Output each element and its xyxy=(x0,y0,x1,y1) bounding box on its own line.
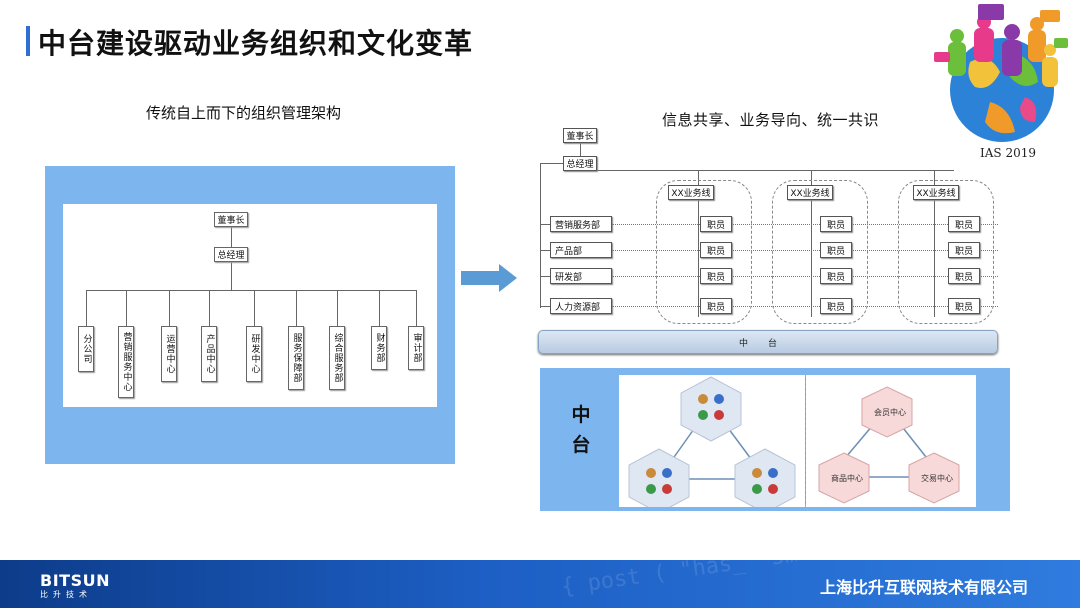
org-box-gm: 总经理 xyxy=(214,247,248,262)
org-box-dept: 运营中心 xyxy=(161,326,177,382)
traditional-org-chart: 董事长 总经理 分公司 营销服务中心 运营中心 产品中心 研发中心 服务保障部 … xyxy=(63,204,437,407)
middle-platform-label: 中台 xyxy=(571,404,591,456)
right-subtitle: 信息共享、业务导向、统一共识 xyxy=(662,111,880,129)
team-hexagon-network xyxy=(628,376,796,514)
staff-box: 职员 xyxy=(700,268,732,284)
staff-box: 职员 xyxy=(820,268,852,284)
staff-box: 职员 xyxy=(948,242,980,258)
hexagon-product-center: 商品中心 xyxy=(831,474,863,483)
matrix-dept-box: 人力资源部 xyxy=(550,298,612,314)
title-accent-bar xyxy=(26,26,30,56)
org-box-dept: 服务保障部 xyxy=(288,326,304,390)
staff-box: 职员 xyxy=(948,216,980,232)
brand-subtitle: 比升技术 xyxy=(40,590,92,599)
matrix-dept-box: 产品部 xyxy=(550,242,612,258)
capability-center-diagram: 会员中心 商品中心 交易中心 xyxy=(806,375,976,507)
staff-box: 职员 xyxy=(820,242,852,258)
org-box-dept: 财务部 xyxy=(371,326,387,370)
team-network-diagram xyxy=(619,375,805,514)
logo-caption: IAS 2019 xyxy=(980,146,1036,160)
matrix-box-gm: 总经理 xyxy=(563,156,597,171)
brand-logo: BITSUN xyxy=(40,571,110,590)
company-name: 上海比升互联网技术有限公司 xyxy=(820,578,1029,597)
org-box-dept: 产品中心 xyxy=(201,326,217,382)
matrix-dept-box: 研发部 xyxy=(550,268,612,284)
matrix-dept-box: 营销服务部 xyxy=(550,216,612,232)
staff-box: 职员 xyxy=(820,298,852,314)
org-box-dept: 研发中心 xyxy=(246,326,262,382)
transition-arrow xyxy=(461,271,499,285)
matrix-box-chairman: 董事长 xyxy=(563,128,597,143)
business-line-header: XX业务线 xyxy=(913,185,959,200)
transition-arrow-head xyxy=(499,264,517,292)
staff-box: 职员 xyxy=(700,298,732,314)
ias-logo xyxy=(934,4,1068,142)
staff-box: 职员 xyxy=(820,216,852,232)
org-box-dept: 审计部 xyxy=(408,326,424,370)
hexagon-trade-center: 交易中心 xyxy=(921,474,953,483)
business-line-header: XX业务线 xyxy=(787,185,833,200)
middle-platform-bar: 中台 xyxy=(538,330,998,354)
staff-box: 职员 xyxy=(700,242,732,258)
panel-divider xyxy=(805,378,806,504)
footer-bar: { post ( "has_ 5m-6 co xyxy=(0,560,1080,608)
staff-box: 职员 xyxy=(700,216,732,232)
staff-box: 职员 xyxy=(948,298,980,314)
staff-box: 职员 xyxy=(948,268,980,284)
left-subtitle: 传统自上而下的组织管理架构 xyxy=(146,104,342,122)
org-box-dept: 营销服务中心 xyxy=(118,326,134,398)
team-avatars xyxy=(646,394,778,494)
org-box-chairman: 董事长 xyxy=(214,212,248,227)
hexagon-member-center: 会员中心 xyxy=(874,408,906,417)
business-line-header: XX业务线 xyxy=(668,185,714,200)
org-box-dept: 综合服务部 xyxy=(329,326,345,390)
org-box-dept: 分公司 xyxy=(78,326,94,372)
page-title: 中台建设驱动业务组织和文化变革 xyxy=(38,27,474,60)
capability-hexagons xyxy=(818,386,960,504)
